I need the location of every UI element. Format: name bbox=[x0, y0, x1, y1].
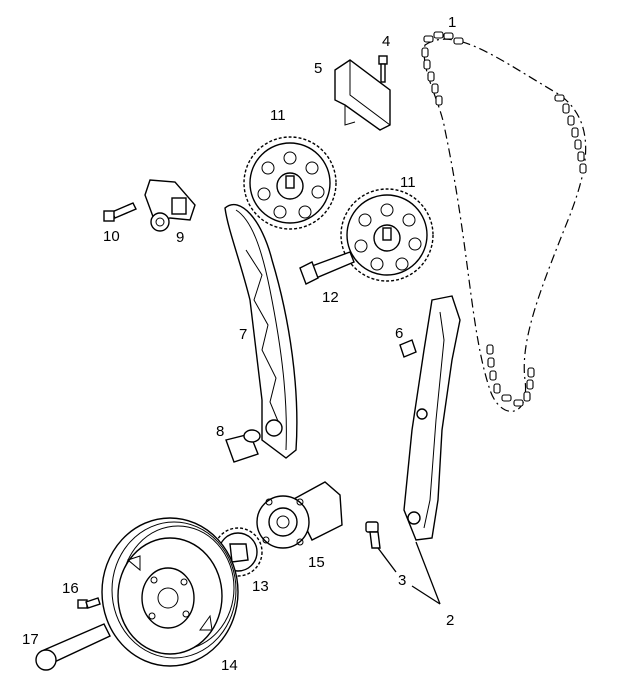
chain-links-top bbox=[421, 31, 464, 106]
callout-17: 17 bbox=[22, 631, 39, 648]
rail-bolt bbox=[365, 521, 381, 549]
callout-labels: 1 2 3 4 5 6 7 8 9 10 11 11 12 13 14 15 1… bbox=[22, 14, 456, 674]
callout-16: 16 bbox=[62, 580, 79, 597]
pulley-bolt-small bbox=[77, 597, 101, 609]
crankshaft-hub bbox=[256, 481, 343, 549]
chain-links-right bbox=[554, 94, 587, 174]
chain-tensioner bbox=[144, 179, 196, 232]
chain-links-bottom bbox=[486, 344, 535, 407]
pulley-bolt-large bbox=[35, 623, 111, 671]
callout-7: 7 bbox=[239, 326, 247, 343]
callout-13: 13 bbox=[252, 578, 269, 595]
callout-1: 1 bbox=[448, 14, 456, 31]
callout-5: 5 bbox=[314, 60, 322, 77]
callout-4: 4 bbox=[382, 33, 390, 50]
callout-6: 6 bbox=[395, 325, 403, 342]
guide-pin bbox=[399, 339, 417, 358]
callout-2: 2 bbox=[446, 612, 454, 629]
fixed-guide-rail bbox=[403, 295, 461, 541]
callout-11-upper: 11 bbox=[270, 107, 286, 124]
camshaft-sprocket-upper bbox=[243, 136, 337, 230]
timing-chain bbox=[421, 31, 587, 412]
rail-pin bbox=[225, 429, 261, 463]
callout-11-lower: 11 bbox=[400, 174, 416, 191]
callout-10: 10 bbox=[103, 228, 120, 245]
leader-lines bbox=[377, 541, 441, 605]
callout-8: 8 bbox=[216, 423, 224, 440]
tensioner-bolt bbox=[103, 202, 137, 222]
tensioner-rail bbox=[224, 203, 298, 459]
timing-chain-path bbox=[423, 38, 587, 412]
guide-bolt bbox=[378, 55, 388, 83]
callout-3: 3 bbox=[398, 572, 406, 589]
callout-15: 15 bbox=[308, 554, 325, 571]
callout-12: 12 bbox=[322, 289, 339, 306]
camshaft-sprocket-lower bbox=[340, 188, 434, 282]
crankshaft-pulley bbox=[101, 517, 239, 667]
sprocket-bolt bbox=[299, 251, 355, 285]
upper-chain-guide bbox=[334, 59, 391, 131]
callout-9: 9 bbox=[176, 229, 184, 246]
callout-14: 14 bbox=[221, 657, 238, 674]
